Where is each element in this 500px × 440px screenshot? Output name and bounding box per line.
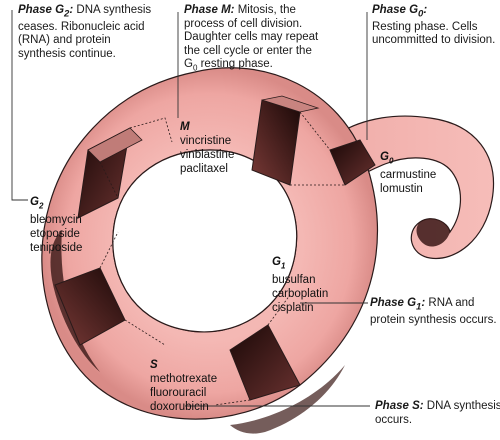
callout-m-line-2: process of cell division.: [184, 17, 303, 30]
drugs-m-item-1: vincristine: [180, 135, 232, 147]
callout-g2-line-4: synthesis continue.: [18, 47, 116, 60]
callout-m: Phase M: Mitosis, the process of cell di…: [184, 4, 318, 75]
callout-g2-line-3: (RNA) and protein: [18, 34, 111, 47]
drugs-g0-phase: G: [380, 151, 389, 163]
drugs-m-phase: M: [180, 121, 190, 133]
callout-g0-heading-tail: :: [423, 4, 428, 16]
callout-s-line-1: DNA synthesis: [426, 400, 500, 412]
drugs-s: S methotrexate fluorouracil doxorubicin: [150, 358, 217, 414]
callout-m-line-5a: G: [184, 58, 193, 70]
drugs-g0: G0 carmustine lomustin: [380, 150, 436, 196]
drugs-s-phase: S: [150, 359, 158, 371]
drugs-g1-phase: G: [272, 256, 281, 268]
callout-g0-heading: Phase G: [372, 4, 419, 16]
callout-g0-line-2: uncommitted to division.: [372, 34, 496, 47]
drugs-g1: G1 busulfan carboplatin cisplatin: [272, 255, 328, 315]
drugs-g2-item-3: teniposide: [30, 242, 83, 255]
divider-g1-s: [229, 324, 301, 401]
callout-m-line-4: the cell cycle or enter the: [184, 44, 312, 57]
drugs-g1-item-3: cisplatin: [272, 302, 314, 315]
drugs-g1-item-1: busulfan: [272, 274, 316, 287]
callout-g0: Phase G0: Resting phase. Cells uncommitt…: [372, 4, 495, 48]
callout-m-line-5b: resting phase.: [197, 58, 273, 70]
drugs-g2-item-1: bleomycin: [30, 214, 82, 227]
leader-g2: [11, 10, 28, 201]
callout-g1-heading-sub: 1: [416, 301, 422, 313]
callout-g0-heading-sub: 0: [418, 8, 424, 20]
drugs-m-item-2: vinblastine: [180, 149, 235, 161]
callout-g1-heading: Phase G: [370, 297, 417, 309]
callout-s-heading: Phase S:: [375, 400, 424, 412]
drugs-g0-item-2: lomustin: [380, 183, 423, 196]
drugs-s-item-2: fluorouracil: [150, 387, 207, 399]
drugs-g2-phase-sub: 2: [38, 201, 44, 211]
drugs-m: M vincristine vinblastine paclitaxel: [180, 120, 234, 176]
g0-tail-curl-shadow: [416, 218, 450, 247]
callout-m-line-1: Mitosis, the: [237, 4, 296, 16]
cycle-ring-hole: [112, 149, 298, 333]
drugs-g0-item-1: carmustine: [380, 169, 437, 182]
drugs-g2: G2 bleomycin etoposide teniposide: [30, 195, 82, 255]
divider-g2-m-face: [87, 127, 143, 163]
drugs-g2-item-2: etoposide: [30, 228, 80, 241]
callout-g2-heading: Phase G: [18, 4, 65, 16]
callout-g0-line-1: Resting phase. Cells: [372, 20, 478, 33]
ring-left-shadow: [50, 230, 100, 372]
callout-g1-line-1: RNA and: [428, 297, 475, 309]
drugs-g0-phase-sub: 0: [388, 156, 394, 166]
callout-g2-line-2: ceases. Ribonucleic acid: [18, 20, 145, 33]
drugs-m-item-3: paclitaxel: [180, 163, 228, 175]
facet-lines: [99, 111, 345, 406]
callout-g1-line-2: protein synthesis occurs.: [370, 313, 497, 326]
drugs-g1-item-2: carboplatin: [272, 288, 329, 301]
divider-m-g0-face: [261, 95, 320, 113]
callout-g1-heading-tail: :: [421, 297, 426, 309]
callout-g2: Phase G2: DNA synthesis ceases. Ribonucl…: [18, 4, 151, 61]
ring-bottom-shadow: [230, 365, 345, 434]
callout-m-heading: Phase M:: [184, 4, 235, 16]
leader-lines: [11, 10, 370, 407]
divider-g0-junction: [329, 139, 376, 186]
drugs-s-item-1: methotrexate: [150, 373, 218, 385]
callout-m-line-3: Daughter cells may repeat: [184, 31, 319, 43]
callout-m-line-5-sub: 0: [192, 63, 198, 73]
callout-s: Phase S: DNA synthesis occurs.: [375, 400, 500, 427]
drugs-g1-phase-sub: 1: [280, 261, 286, 271]
drugs-s-item-3: doxorubicin: [150, 401, 209, 413]
callout-s-line-2: occurs.: [375, 413, 413, 426]
callout-g1: Phase G1: RNA and protein synthesis occu…: [370, 297, 497, 327]
callout-g2-heading-tail: :: [69, 4, 74, 16]
drugs-g2-phase: G: [30, 196, 39, 208]
callout-g2-line-1: DNA synthesis: [76, 4, 152, 16]
callout-g2-heading-sub: 2: [64, 8, 70, 20]
